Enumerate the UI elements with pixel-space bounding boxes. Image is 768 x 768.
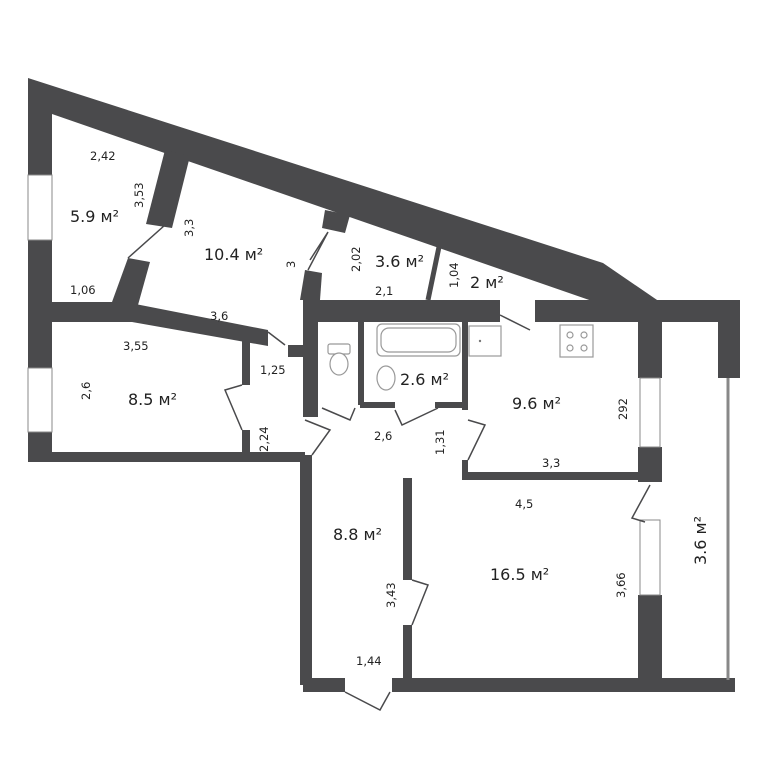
room-area: 2 м² — [470, 273, 504, 292]
dimension: 292 — [616, 398, 630, 420]
toilet-icon — [327, 343, 351, 376]
door — [499, 314, 531, 331]
room-area: 16.5 м² — [490, 565, 549, 584]
dimension: 4,5 — [515, 497, 533, 511]
door — [467, 419, 487, 461]
dimension: 1,44 — [356, 654, 382, 668]
dimension: 1,04 — [447, 262, 461, 288]
room-area: 10.4 м² — [204, 245, 263, 264]
dimension: 3,55 — [123, 339, 149, 353]
stove-icon — [559, 324, 594, 358]
windows — [27, 174, 730, 680]
window — [27, 174, 53, 241]
sink-icon — [376, 365, 396, 391]
room-area: 2.6 м² — [400, 370, 449, 389]
dimension: 3,66 — [614, 572, 628, 598]
dimension: 1,25 — [260, 363, 286, 377]
dimension: 2,02 — [349, 246, 363, 272]
door — [223, 384, 243, 431]
kitchen-sink-icon — [468, 325, 502, 357]
room-areas: 5.9 м² 10.4 м² 3.6 м² 2 м² 8.5 м² 2.6 м²… — [70, 207, 710, 584]
dimension: 3,53 — [132, 182, 146, 208]
door — [304, 419, 332, 456]
door — [307, 231, 329, 271]
door — [321, 407, 356, 421]
room-area: 9.6 м² — [512, 394, 561, 413]
dimension: 3,3 — [182, 219, 196, 237]
dimensions: 2,42 3,53 1,06 3,3 3 2,02 2,1 1,04 3,6 3… — [70, 149, 630, 668]
walls — [28, 78, 740, 692]
dimension: 2,24 — [257, 426, 271, 452]
window — [27, 367, 53, 433]
dimension: 2,1 — [375, 284, 393, 298]
dimension: 1,06 — [70, 283, 96, 297]
dimension: 2,6 — [374, 429, 392, 443]
door — [411, 579, 429, 626]
dimension: 3,6 — [210, 309, 228, 323]
room-area: 3.6 м² — [375, 252, 424, 271]
room-area: 8.8 м² — [333, 525, 382, 544]
dimension: 3,3 — [542, 456, 560, 470]
door — [344, 691, 391, 711]
door — [630, 484, 651, 523]
door — [267, 331, 286, 346]
dimension: 2,6 — [79, 382, 93, 400]
window — [639, 519, 661, 596]
fixtures — [327, 323, 594, 391]
dimension: 3 — [284, 261, 298, 268]
bathtub-icon — [376, 323, 461, 357]
room-area: 8.5 м² — [128, 390, 177, 409]
dimension: 1,31 — [433, 429, 447, 455]
window — [639, 377, 661, 448]
dimension: 3,43 — [384, 582, 398, 608]
room-area: 3.6 м² — [691, 516, 710, 565]
doors — [127, 221, 651, 711]
door — [127, 221, 167, 259]
room-area: 5.9 м² — [70, 207, 119, 226]
dimension: 2,42 — [90, 149, 116, 163]
door — [394, 407, 439, 426]
